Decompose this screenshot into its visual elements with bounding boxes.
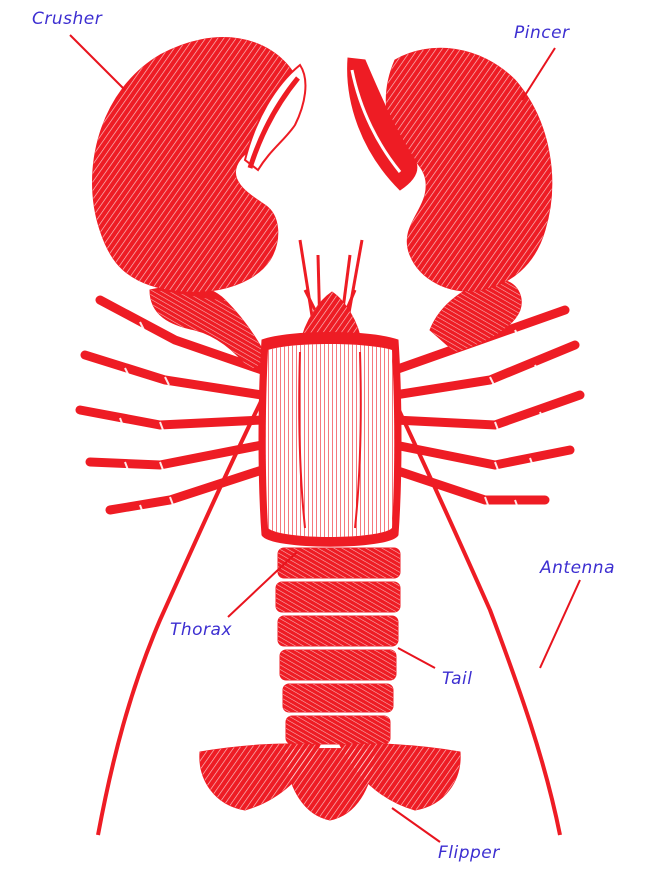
crusher-claw [93, 38, 306, 370]
label-antenna: Antenna [539, 558, 615, 578]
antenna-leader [540, 580, 580, 668]
thorax-carapace [259, 333, 401, 547]
label-tail: Tail [442, 669, 472, 689]
tail-leader [398, 648, 435, 668]
crusher-leader [70, 35, 125, 90]
label-flipper: Flipper [438, 843, 500, 863]
pincer-leader [522, 48, 555, 100]
tail-segments [276, 548, 400, 744]
tail-flipper [200, 744, 460, 820]
label-pincer: Pincer [514, 23, 570, 43]
flipper-leader [392, 808, 440, 842]
label-thorax: Thorax [170, 620, 232, 640]
pincer-claw [348, 48, 552, 352]
label-crusher: Crusher [32, 9, 103, 29]
